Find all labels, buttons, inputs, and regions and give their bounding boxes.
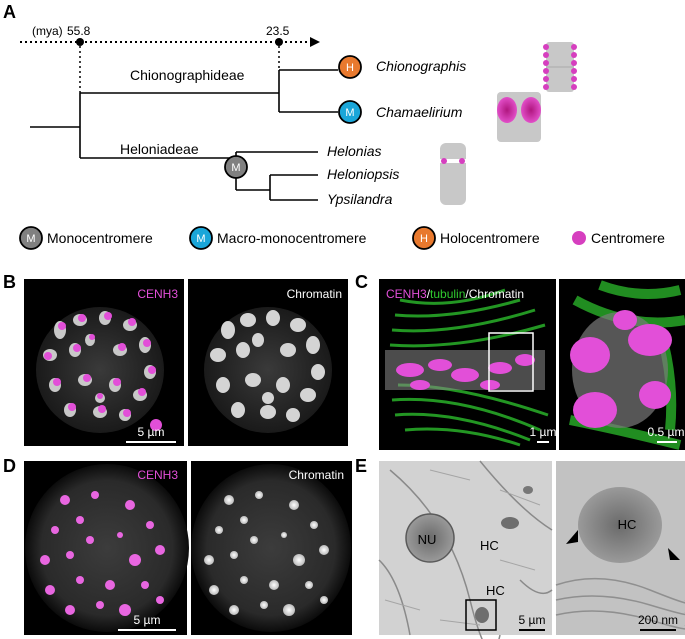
- b-scalebar: [126, 441, 176, 443]
- e-hc-label-2: HC: [486, 583, 505, 598]
- taxon-helonias: Helonias: [327, 143, 381, 159]
- e-scalebar-right-label: 200 nm: [638, 613, 678, 627]
- svg-text:M: M: [26, 233, 35, 245]
- e-scalebar-right: [640, 629, 676, 631]
- micrograph-e-zoom: HC 200 nm: [555, 461, 685, 635]
- micrograph-d-cenh3: CENH3 5 µm: [24, 461, 189, 635]
- timeline-node-55: [76, 38, 84, 46]
- panel-e: E NU HC HC 5 µm: [355, 456, 685, 639]
- b-cenh3-label: CENH3: [137, 287, 178, 301]
- b-scalebar-label: 5 µm: [138, 425, 165, 439]
- panel-a: A (mya) 55.8 23.5 Chionographideae H: [3, 2, 665, 250]
- d-chromatin-label: Chromatin: [289, 468, 344, 482]
- micrograph-b-chromatin: Chromatin: [188, 279, 348, 446]
- d-scalebar-label: 5 µm: [134, 613, 161, 627]
- taxon-ypsilandra: Ypsilandra: [327, 191, 393, 207]
- taxon-heloniopsis: Heloniopsis: [327, 166, 399, 182]
- svg-text:M: M: [231, 162, 240, 174]
- e-nucleolus: [405, 513, 455, 563]
- tribe-heloniadeae: Heloniadeae: [120, 141, 199, 157]
- panel-letter-c: C: [355, 272, 368, 292]
- legend-mono-badge: M: [19, 226, 43, 250]
- c-scalebar-left-label: 1 µm: [530, 425, 557, 439]
- timeline-tick-55: 55.8: [67, 24, 91, 38]
- c-zoom-box: [488, 332, 534, 392]
- tribe-chionographideae: Chionographideae: [130, 67, 245, 83]
- micrograph-d-chromatin: Chromatin: [191, 461, 352, 635]
- e-scalebar-left: [519, 629, 545, 631]
- holocentric-chromosome-icon: [543, 42, 577, 92]
- svg-text:M: M: [345, 107, 354, 119]
- taxon-chionographis: Chionographis: [376, 58, 466, 74]
- holocentromere-badge: H: [338, 55, 362, 79]
- legend-holo-badge: H: [412, 226, 436, 250]
- c-channel-label: CENH3/tubulin/Chromatin: [386, 287, 524, 301]
- timeline-node-23: [275, 38, 283, 46]
- micrograph-c-zoom: 0.5 µm: [559, 279, 685, 450]
- monocentric-chromosome-icon: [440, 143, 466, 205]
- timeline-unit-label: (mya): [32, 24, 63, 38]
- macro-monocentromere-badge: M: [338, 100, 362, 124]
- taxon-chamaelirium: Chamaelirium: [376, 104, 463, 120]
- c-scalebar-right-label: 0.5 µm: [648, 425, 685, 439]
- e-hc-label-1: HC: [480, 538, 499, 553]
- panel-letter-d: D: [3, 456, 16, 476]
- timeline-tick-23: 23.5: [266, 24, 290, 38]
- d-scalebar: [118, 629, 176, 631]
- panel-letter-a: A: [3, 2, 16, 22]
- micrograph-e-overview: NU HC HC 5 µm: [378, 460, 553, 639]
- panel-c: C CENH3/tubulin/Chromatin 1 µm: [355, 272, 685, 450]
- monocentromere-badge: M: [224, 155, 248, 179]
- c-scalebar-left: [537, 441, 549, 443]
- timeline-arrowhead: [310, 37, 320, 47]
- d-cenh3-label: CENH3: [137, 468, 178, 482]
- e-scalebar-left-label: 5 µm: [519, 613, 546, 627]
- b-chromatin-label: Chromatin: [287, 287, 342, 301]
- phylogeny-tree: [30, 69, 338, 201]
- panel-d: D CENH3 5 µm: [3, 456, 352, 635]
- legend-macro-badge: M: [189, 226, 213, 250]
- micrograph-c-overview: CENH3/tubulin/Chromatin 1 µm: [379, 279, 556, 450]
- macro-monocentric-chromosome-icon: [497, 92, 541, 142]
- legend-monocentromere: Monocentromere: [47, 230, 153, 246]
- legend-macro-monocentromere: Macro-monocentromere: [217, 230, 367, 246]
- panel-letter-b: B: [3, 272, 16, 292]
- c-scalebar-right: [657, 441, 677, 443]
- e-arrowhead-left: [566, 530, 578, 544]
- e-arrowhead-right: [668, 548, 680, 560]
- e-heterochromatin-zoom: [578, 487, 662, 563]
- svg-text:M: M: [196, 233, 205, 245]
- e-zoom-box: [465, 599, 497, 631]
- legend-centromere: Centromere: [591, 230, 665, 246]
- legend-holocentromere: Holocentromere: [440, 230, 540, 246]
- panel-b: B: [3, 272, 348, 446]
- e-nu-label: NU: [418, 532, 437, 547]
- svg-text:H: H: [420, 233, 428, 245]
- e-hc-label-3: HC: [618, 517, 637, 532]
- panel-letter-e: E: [355, 456, 367, 476]
- micrograph-b-cenh3: CENH3 5 µm: [24, 279, 184, 446]
- svg-text:H: H: [346, 62, 354, 74]
- legend: M Monocentromere M Macro-monocentromere …: [19, 226, 665, 250]
- centromere-dot-icon: [572, 231, 586, 245]
